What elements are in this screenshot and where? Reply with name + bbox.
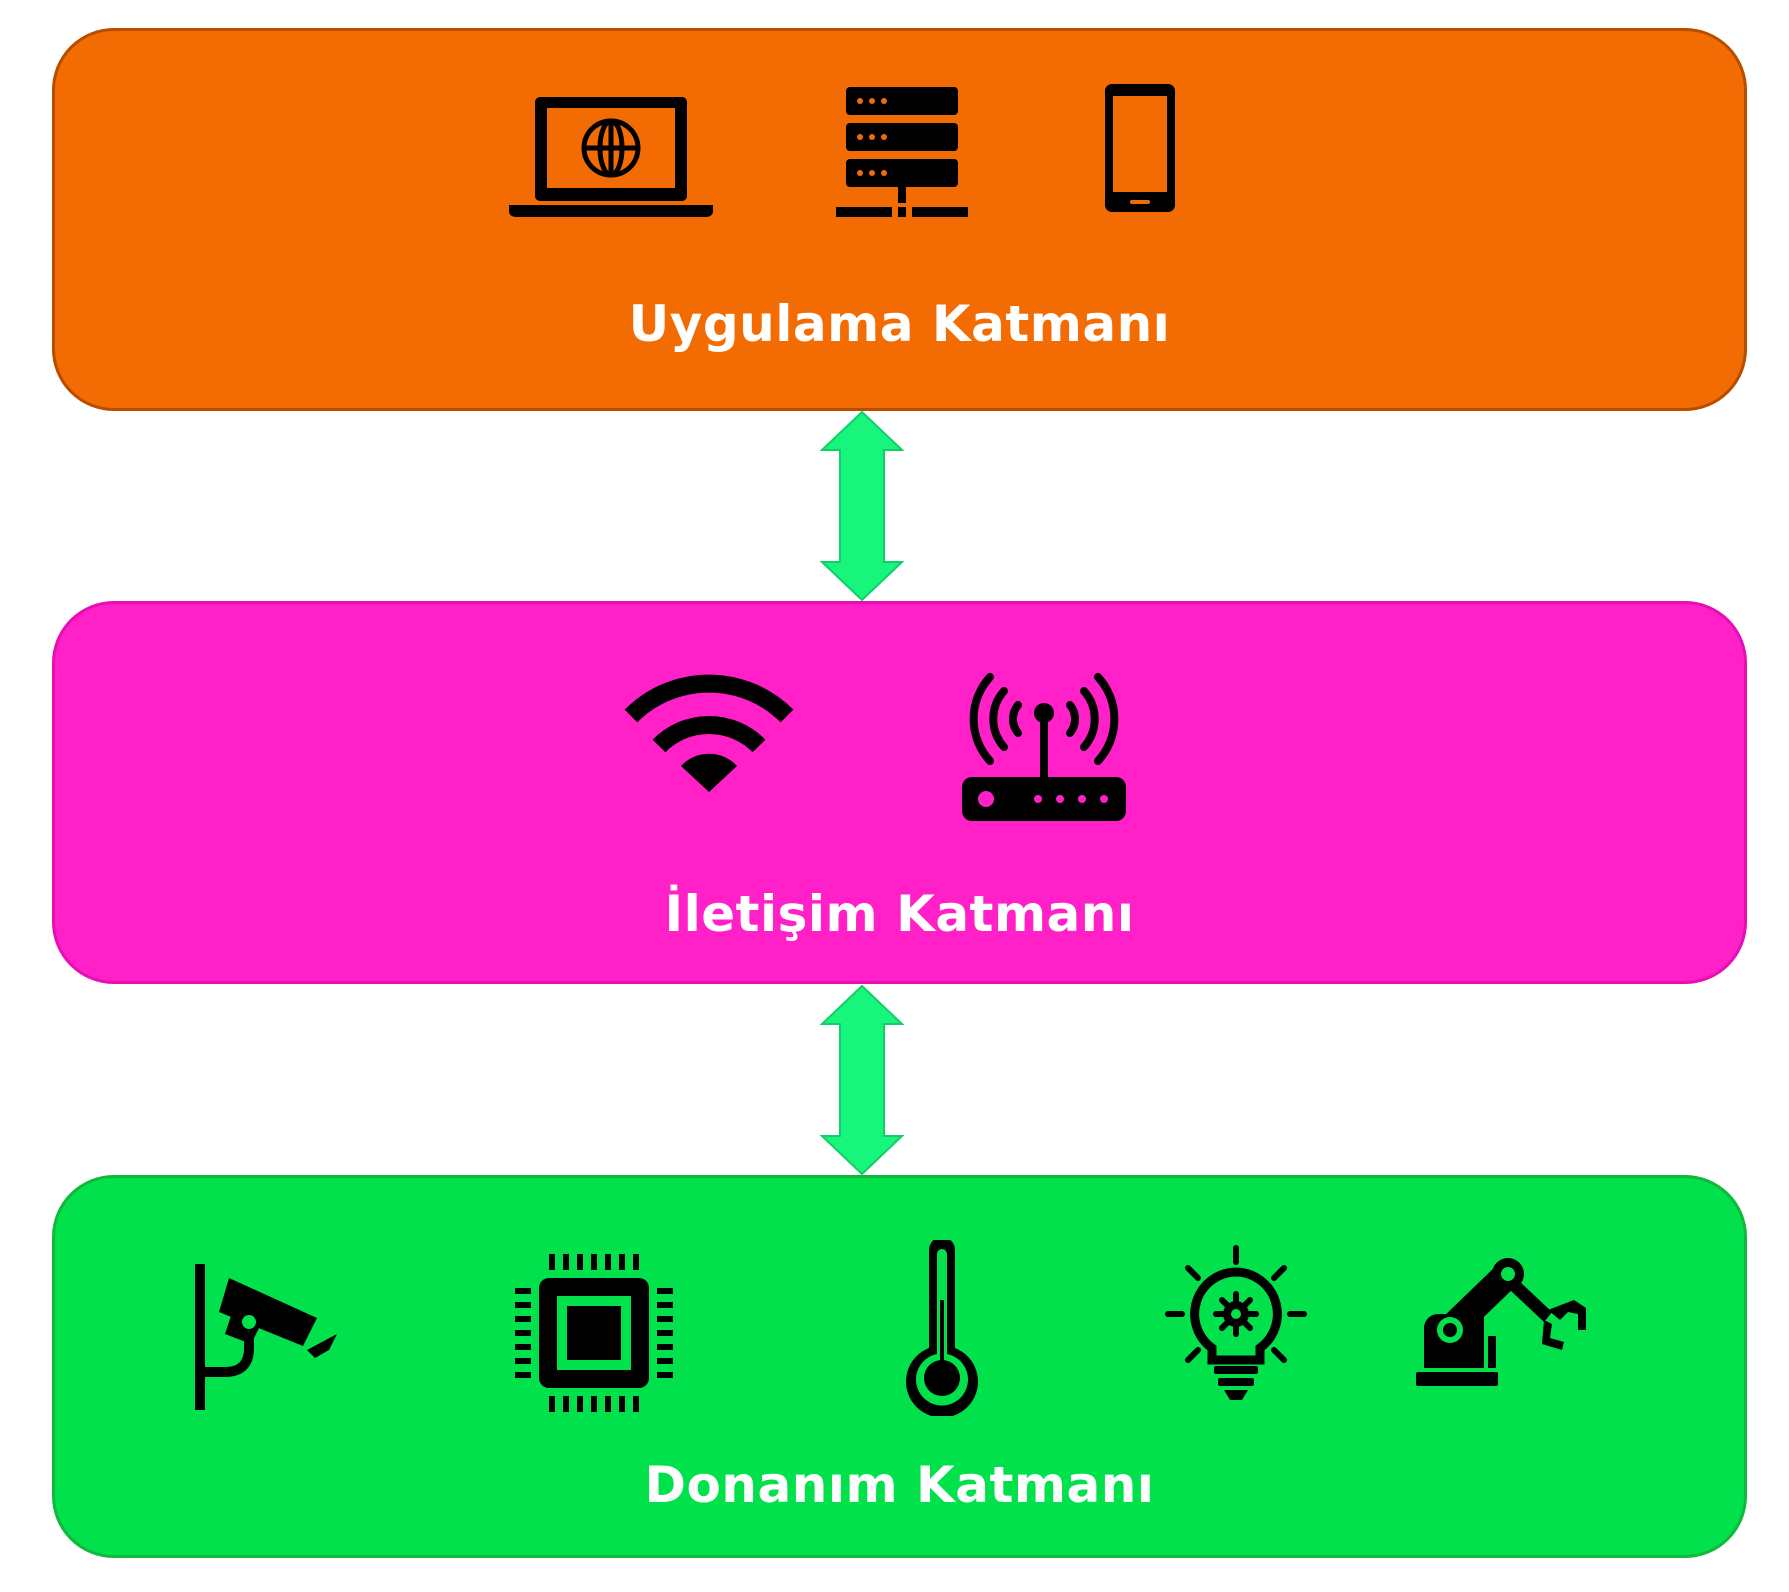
bidirectional-arrow-bottom — [820, 984, 904, 1176]
communication-layer: İletişim Katmanı — [52, 601, 1747, 984]
smart-bulb-icon — [1165, 1245, 1307, 1400]
router-icon — [962, 673, 1126, 821]
smartphone-icon — [1105, 84, 1175, 212]
thermometer-icon — [906, 1240, 978, 1416]
hardware-layer: Donanım Katmanı — [52, 1175, 1747, 1558]
cpu-chip-icon — [515, 1254, 673, 1412]
laptop-globe-icon — [509, 97, 713, 217]
hardware-layer-title: Donanım Katmanı — [644, 1456, 1155, 1514]
server-icon — [836, 87, 968, 217]
application-layer: Uygulama Katmanı — [52, 28, 1747, 411]
robot-arm-icon — [1416, 1258, 1586, 1386]
communication-layer-title: İletişim Katmanı — [664, 885, 1135, 943]
security-camera-icon — [195, 1264, 337, 1410]
application-layer-title: Uygulama Katmanı — [628, 295, 1171, 353]
wifi-icon — [624, 674, 794, 792]
bidirectional-arrow-top — [820, 410, 904, 602]
